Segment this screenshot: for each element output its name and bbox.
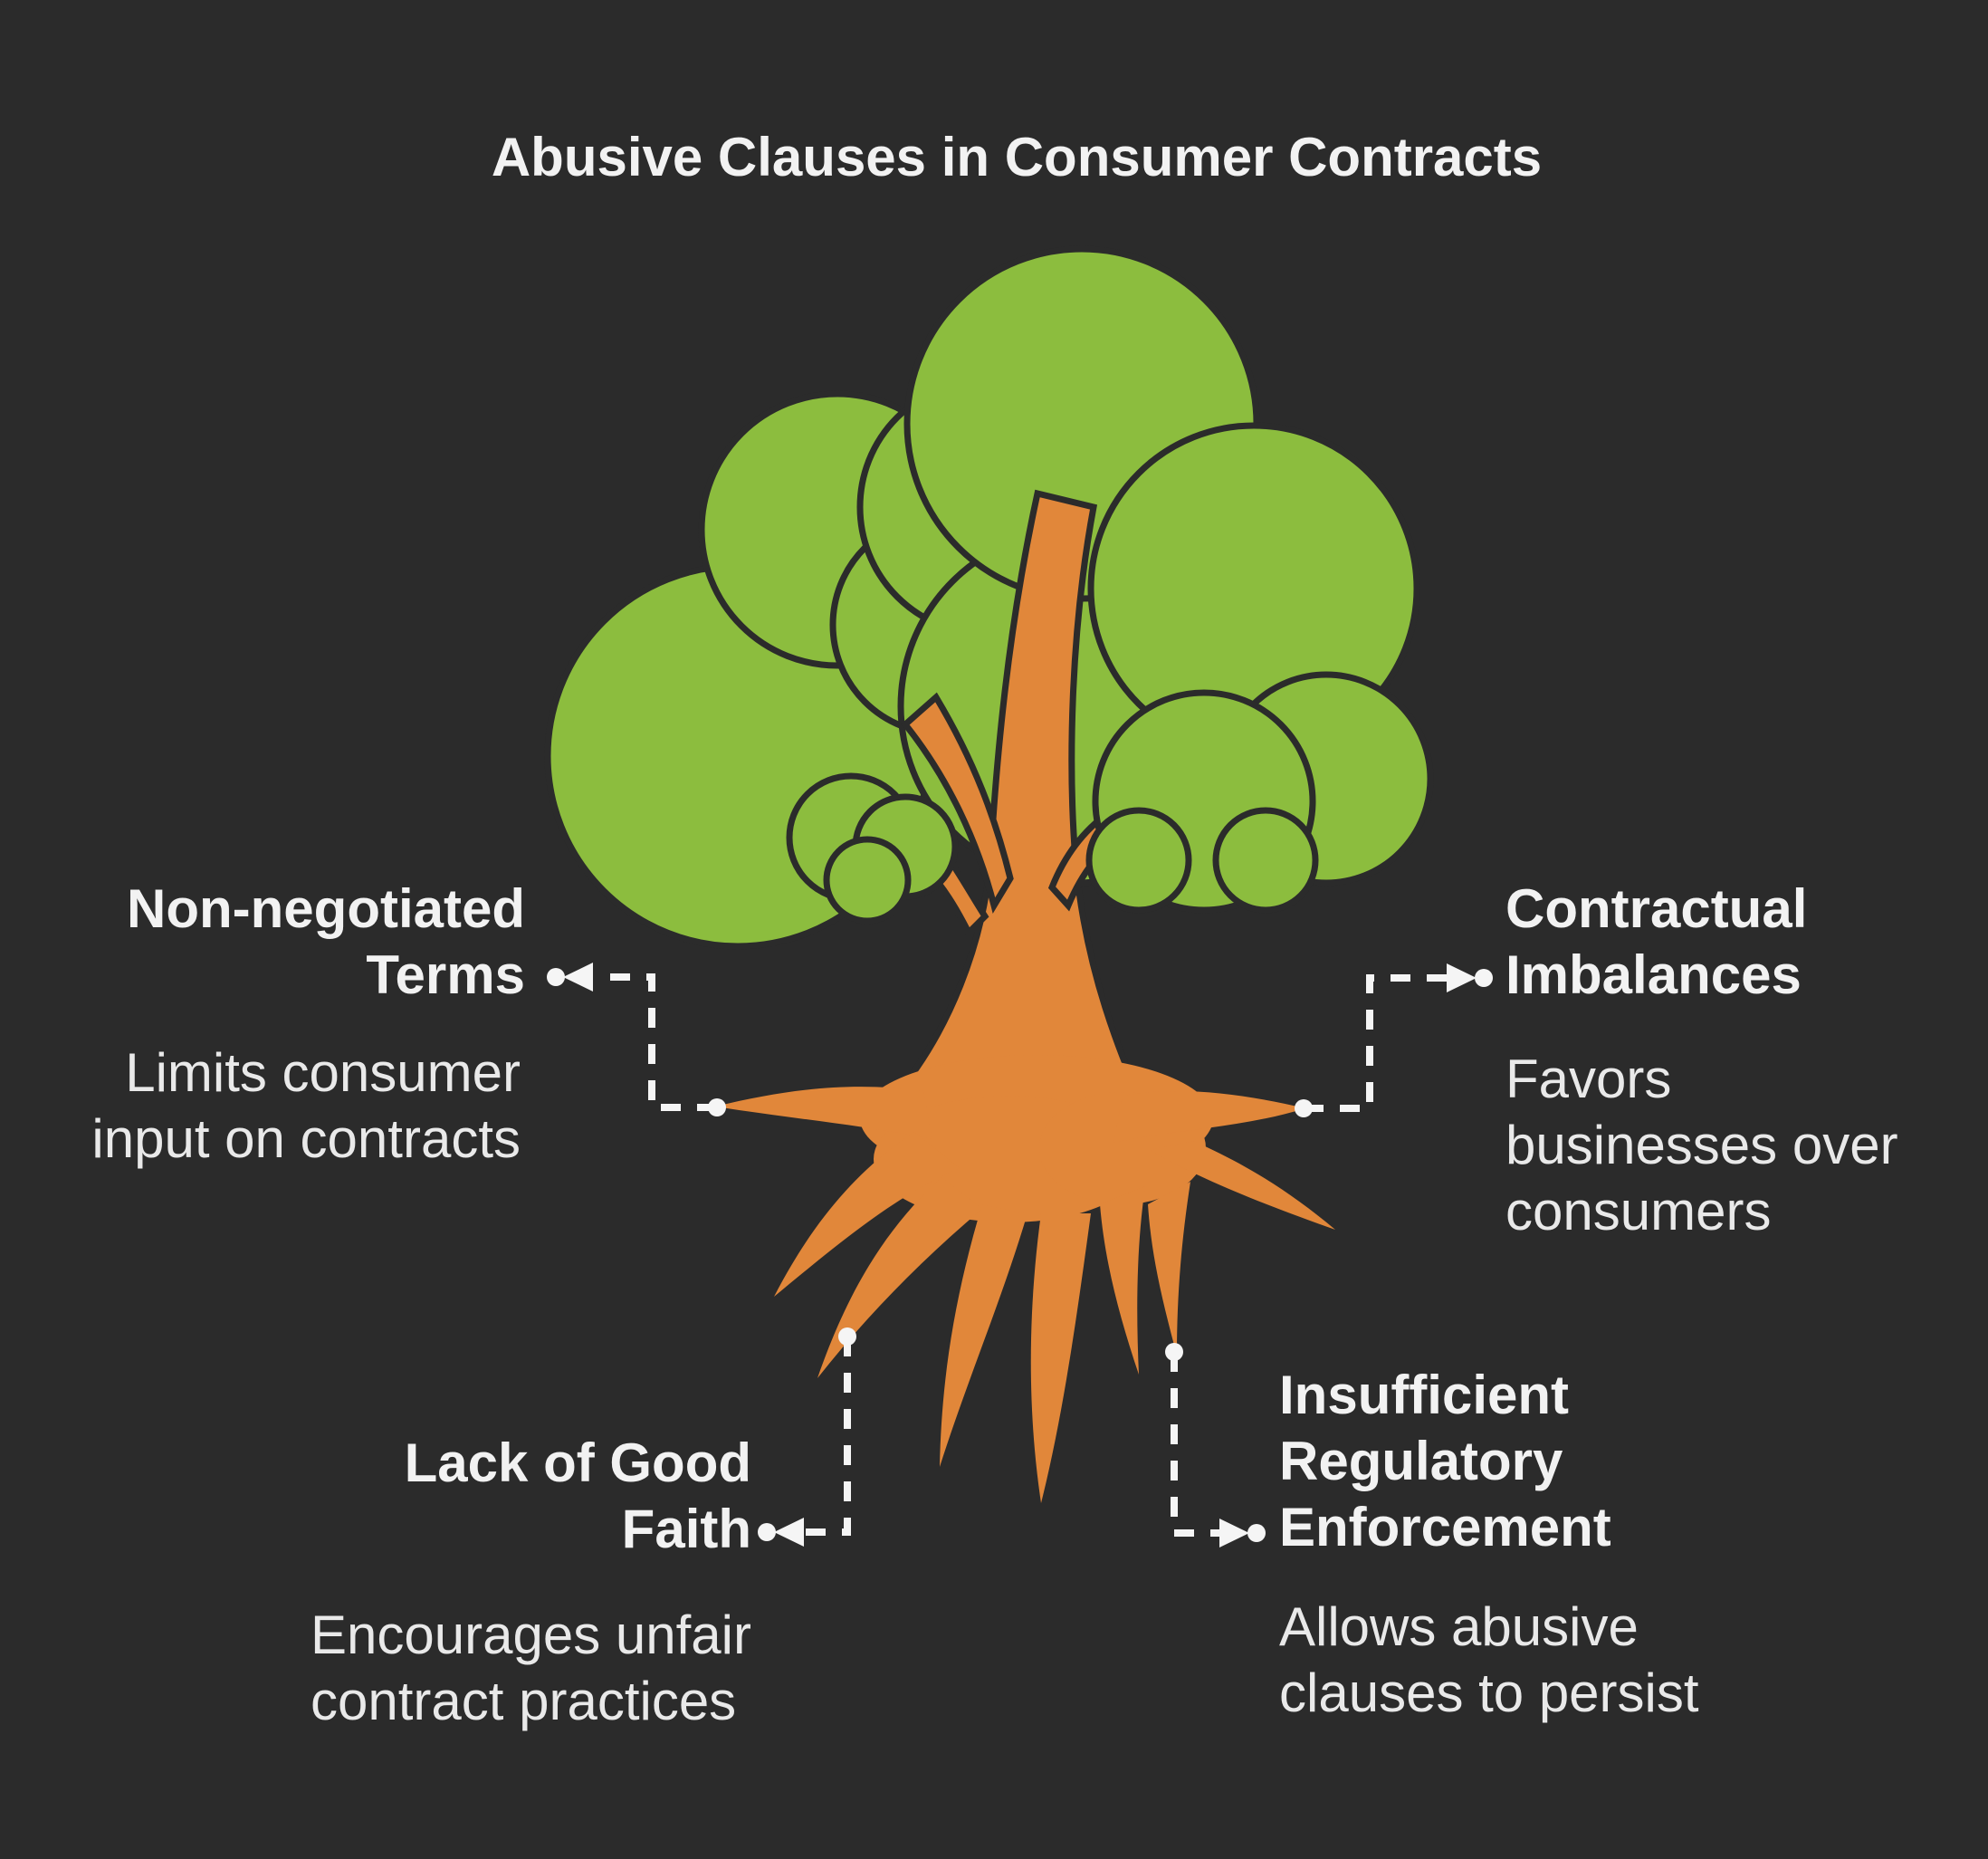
foliage-tuft-right <box>1085 689 1319 914</box>
connector-arrowhead-right <box>1219 1519 1249 1548</box>
connector-end-dot <box>1247 1524 1266 1542</box>
connector-top-left <box>547 963 726 1116</box>
root-tendril <box>1148 1182 1190 1356</box>
connector-line <box>599 973 717 1111</box>
connector-line <box>1171 1352 1219 1537</box>
connector-root-dot <box>1295 1099 1313 1117</box>
root-tendril-right-fork <box>1150 1141 1335 1230</box>
connector-end-dot <box>1475 969 1493 987</box>
connector-arrowhead-right <box>1447 963 1477 992</box>
foliage-blob <box>1085 807 1192 914</box>
root-tendril <box>940 1204 1027 1467</box>
connector-line <box>1304 974 1447 1112</box>
connector-end-dot <box>547 968 565 986</box>
root-tendril <box>774 1132 960 1297</box>
connector-root-dot <box>1165 1343 1183 1361</box>
roots <box>715 1055 1335 1503</box>
connector-arrowhead-left <box>563 963 593 992</box>
connector-arrowhead-left <box>774 1518 804 1547</box>
root-tendril <box>1100 1186 1145 1375</box>
root-tendril-center <box>1030 1213 1091 1503</box>
connector-bottom-left <box>758 1327 856 1547</box>
foliage-blob <box>1212 807 1319 914</box>
foliage-blob <box>823 836 912 925</box>
connector-line <box>804 1337 851 1536</box>
connector-root-dot <box>708 1098 726 1116</box>
foliage-tuft-left <box>786 772 959 925</box>
connector-root-dot <box>838 1327 856 1346</box>
connector-bottom-right <box>1165 1343 1266 1548</box>
page-title: Abusive Clauses in Consumer Contracts <box>491 127 1543 187</box>
trunk-branch-upper-left <box>901 692 1014 914</box>
root-tendril-far-left <box>715 1087 932 1139</box>
connector-top-right <box>1295 963 1493 1117</box>
root-tendril <box>817 1177 982 1378</box>
connector-end-dot <box>758 1523 776 1541</box>
root-tendril-far-right <box>1113 1090 1305 1143</box>
